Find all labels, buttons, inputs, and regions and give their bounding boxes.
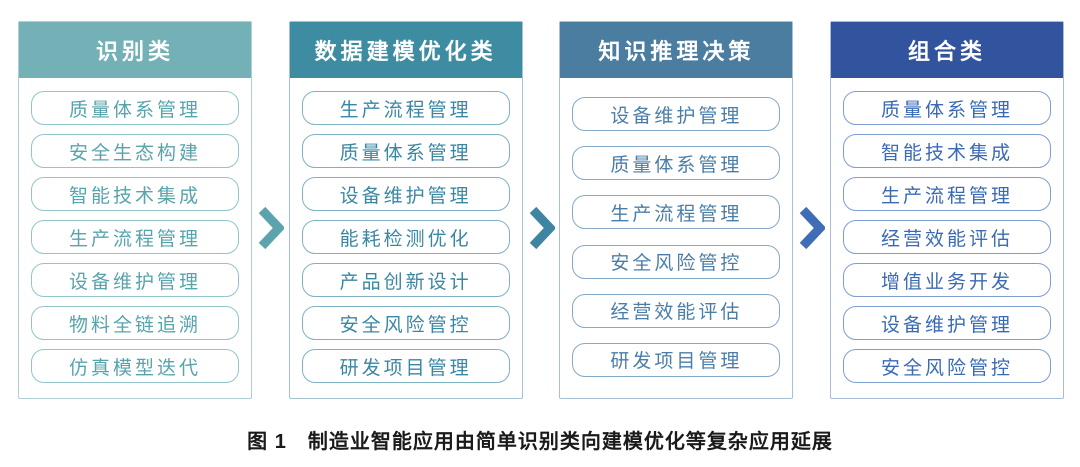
category-header: 组合类	[831, 22, 1064, 78]
application-item: 设备维护管理	[301, 177, 510, 211]
category-header: 数据建模优化类	[289, 22, 522, 78]
item-list: 质量体系管理智能技术集成生产流程管理经营效能评估增值业务开发设备维护管理安全风险…	[831, 78, 1063, 398]
application-item: 研发项目管理	[301, 349, 510, 383]
chevron-right-icon	[793, 21, 830, 399]
application-item: 智能技术集成	[843, 134, 1052, 168]
application-item: 设备维护管理	[843, 306, 1052, 340]
item-list: 设备维护管理质量体系管理生产流程管理安全风险管控经营效能评估研发项目管理	[560, 78, 792, 398]
category-header: 识别类	[19, 22, 251, 78]
application-item: 质量体系管理	[843, 91, 1052, 125]
application-item: 安全生态构建	[31, 134, 239, 168]
application-item: 设备维护管理	[31, 263, 239, 297]
application-item: 仿真模型迭代	[31, 349, 239, 383]
figure-caption: 图 1 制造业智能应用由简单识别类向建模优化等复杂应用延展	[247, 431, 833, 453]
application-item: 质量体系管理	[572, 146, 781, 181]
application-item: 经营效能评估	[572, 293, 781, 328]
application-item: 质量体系管理	[301, 134, 510, 168]
application-item: 物料全链追溯	[31, 306, 239, 340]
category-header: 知识推理决策	[560, 22, 793, 78]
application-item: 增值业务开发	[843, 263, 1052, 297]
item-list: 生产流程管理质量体系管理设备维护管理能耗检测优化产品创新设计安全风险管控研发项目…	[290, 78, 522, 398]
category-panel: 识别类质量体系管理安全生态构建智能技术集成生产流程管理设备维护管理物料全链追溯仿…	[18, 21, 252, 399]
item-list: 质量体系管理安全生态构建智能技术集成生产流程管理设备维护管理物料全链追溯仿真模型…	[19, 78, 251, 398]
application-item: 安全风险管控	[843, 349, 1052, 383]
category-panel: 数据建模优化类生产流程管理质量体系管理设备维护管理能耗检测优化产品创新设计安全风…	[288, 21, 523, 399]
application-item: 生产流程管理	[843, 177, 1052, 211]
manufacturing-intelligence-diagram: 识别类质量体系管理安全生态构建智能技术集成生产流程管理设备维护管理物料全链追溯仿…	[18, 21, 1065, 399]
category-panel: 组合类质量体系管理智能技术集成生产流程管理经营效能评估增值业务开发设备维护管理安…	[830, 21, 1065, 399]
application-item: 经营效能评估	[843, 220, 1052, 254]
application-item: 生产流程管理	[31, 220, 239, 254]
application-item: 生产流程管理	[301, 91, 510, 125]
application-item: 能耗检测优化	[301, 220, 510, 254]
application-item: 安全风险管控	[572, 244, 781, 279]
application-item: 质量体系管理	[31, 91, 239, 125]
chevron-right-icon	[523, 21, 560, 399]
application-item: 设备维护管理	[572, 97, 781, 132]
application-item: 产品创新设计	[301, 263, 510, 297]
chevron-right-icon	[252, 21, 289, 399]
application-item: 生产流程管理	[572, 195, 781, 230]
category-panel: 知识推理决策设备维护管理质量体系管理生产流程管理安全风险管控经营效能评估研发项目…	[559, 21, 794, 399]
application-item: 智能技术集成	[31, 177, 239, 211]
application-item: 安全风险管控	[301, 306, 510, 340]
application-item: 研发项目管理	[572, 342, 781, 377]
